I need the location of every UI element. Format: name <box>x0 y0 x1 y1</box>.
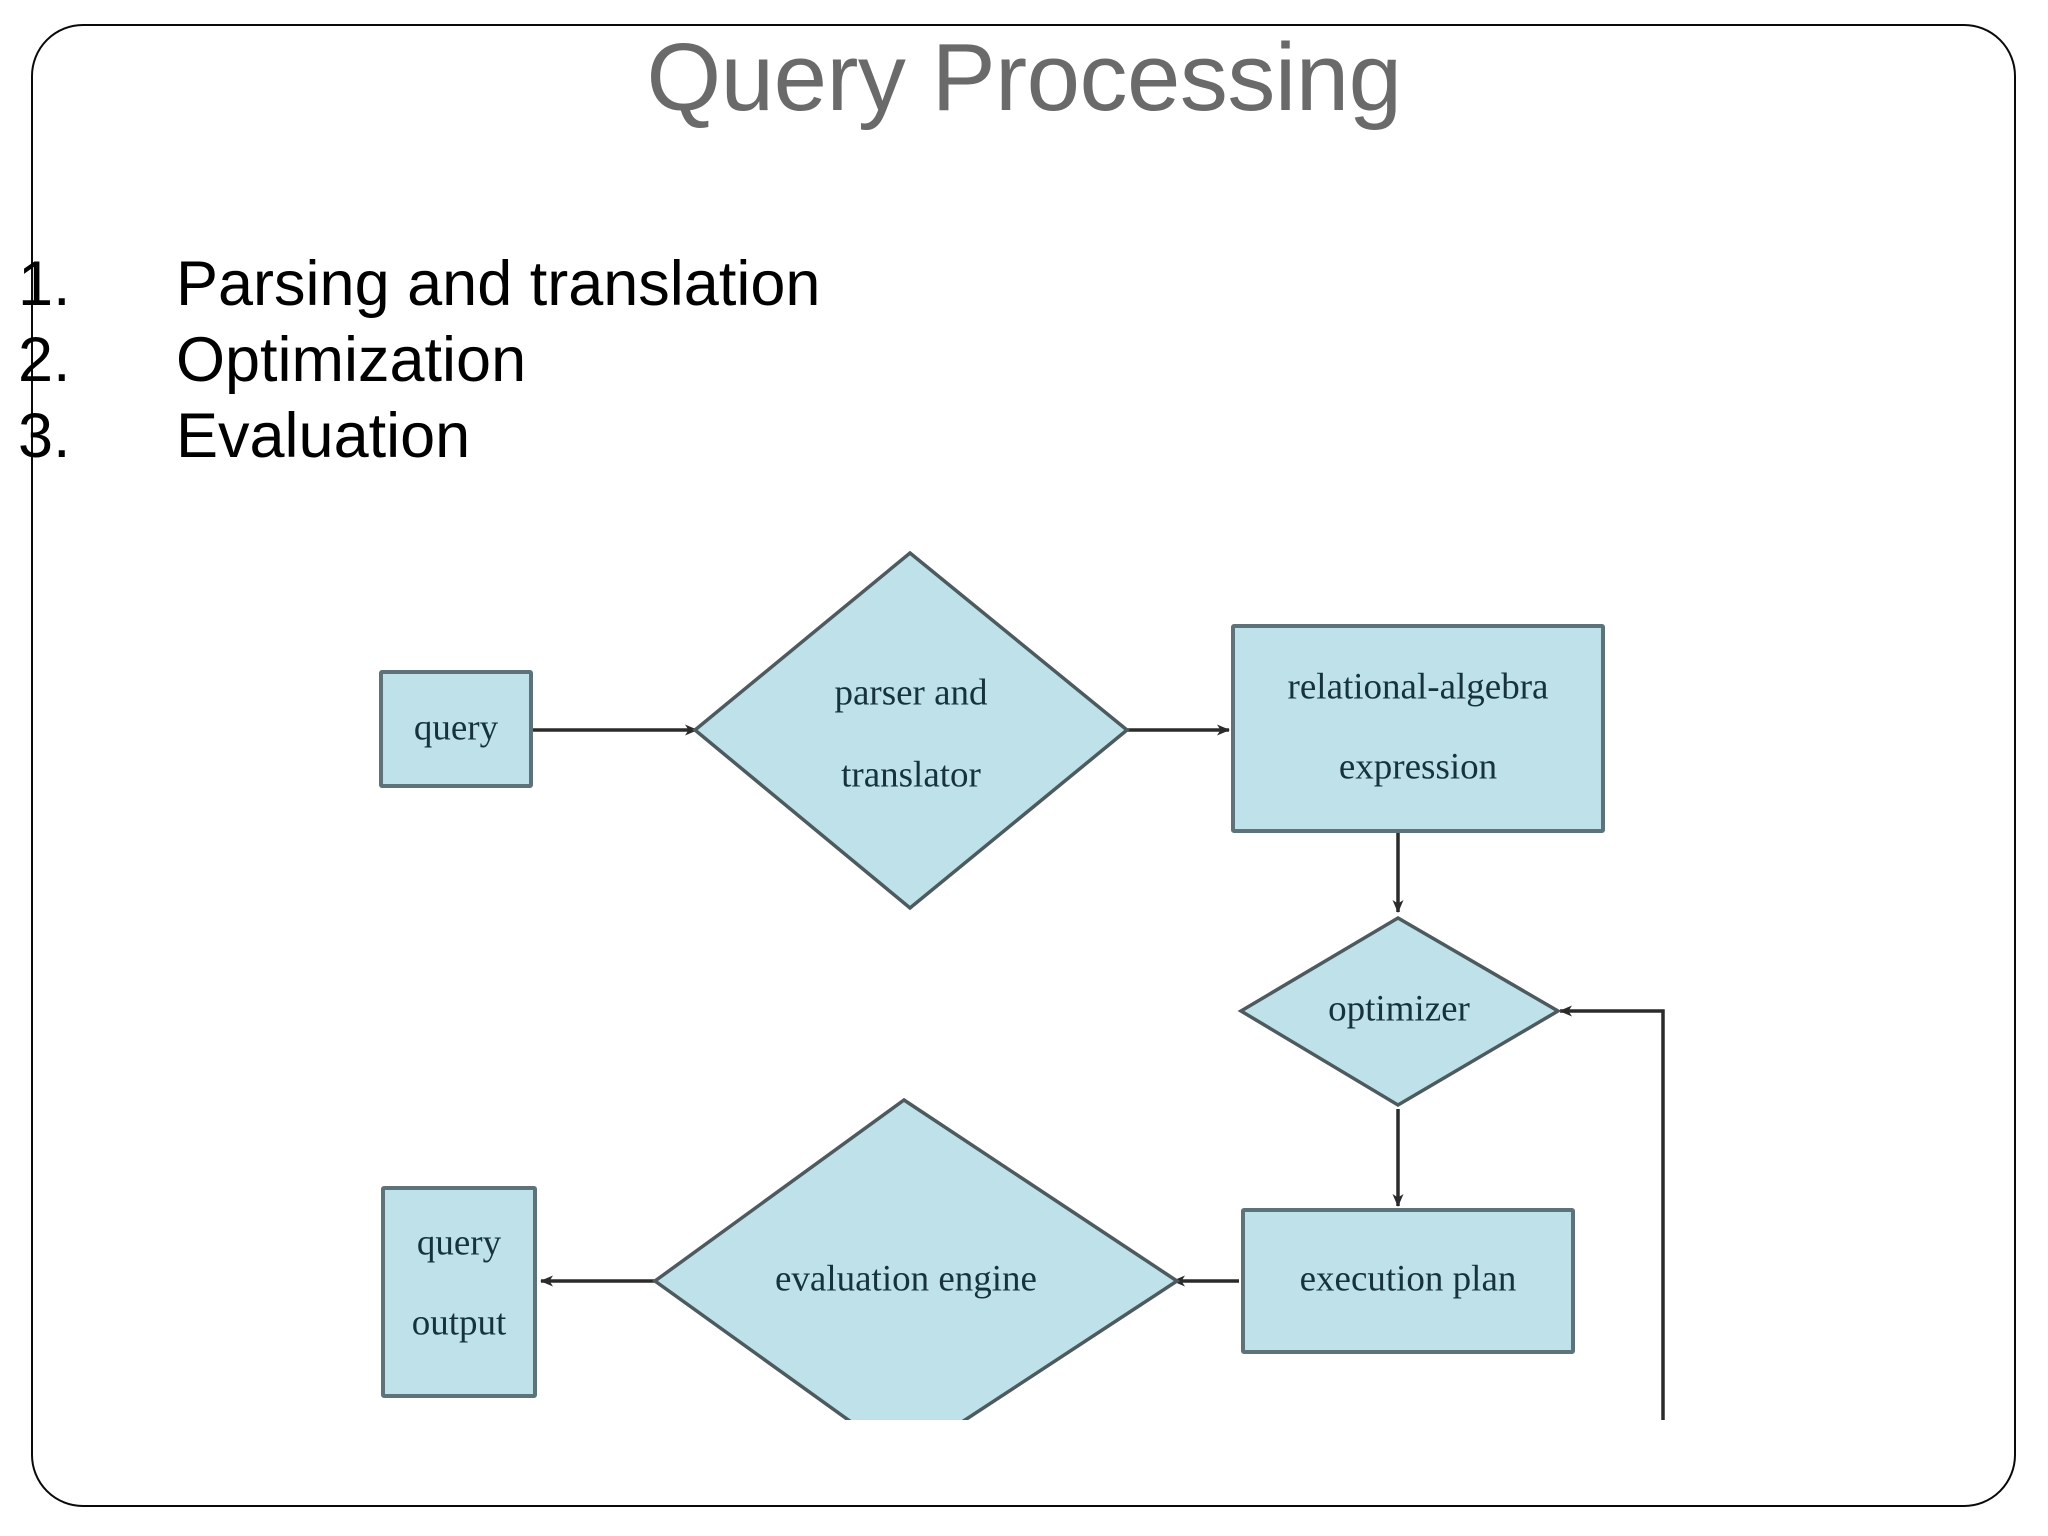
list-item-label: Parsing and translation <box>176 249 821 319</box>
node-parser-label-line2: translator <box>841 754 981 795</box>
query-processing-flow-diagram: query parser and translator relational-a… <box>355 520 1945 1420</box>
node-optimizer: optimizer <box>1237 915 1562 1108</box>
list-item: 3. Evaluation <box>18 398 1118 474</box>
list-item: 2. Optimization <box>18 322 1118 398</box>
steps-list: 1. Parsing and translation 2. Optimizati… <box>18 246 1118 474</box>
page-title: Query Processing <box>646 24 1402 131</box>
list-item: 1. Parsing and translation <box>18 246 1118 322</box>
node-execution-plan: execution plan <box>1241 1208 1575 1354</box>
diagram-connectors <box>522 724 1665 1420</box>
node-evaluation-engine-label: evaluation engine <box>775 1258 1037 1299</box>
node-query-output: query output <box>381 1186 537 1398</box>
list-item-number: 3. <box>18 401 71 471</box>
list-item-label: Evaluation <box>176 401 471 471</box>
node-query-output-label-line1: query <box>417 1222 502 1263</box>
node-relational-algebra-label-line2: expression <box>1339 746 1497 787</box>
node-query: query <box>379 670 533 788</box>
node-evaluation-engine: evaluation engine <box>652 1097 1181 1420</box>
connector-statistics-to-optimizer <box>1559 1005 1665 1420</box>
node-query-label: query <box>414 707 499 748</box>
node-optimizer-label: optimizer <box>1328 988 1470 1029</box>
list-item-number: 1. <box>18 249 71 319</box>
node-relational-algebra-expression: relational-algebra expression <box>1231 624 1605 833</box>
node-parser-label-line1: parser and <box>834 672 988 713</box>
list-item-label: Optimization <box>176 325 527 395</box>
node-query-output-label-line2: output <box>412 1302 507 1343</box>
node-relational-algebra-label-line1: relational-algebra <box>1288 666 1549 707</box>
list-item-number: 2. <box>18 325 71 395</box>
node-execution-plan-label: execution plan <box>1300 1258 1517 1299</box>
node-parser-and-translator: parser and translator <box>692 550 1130 911</box>
